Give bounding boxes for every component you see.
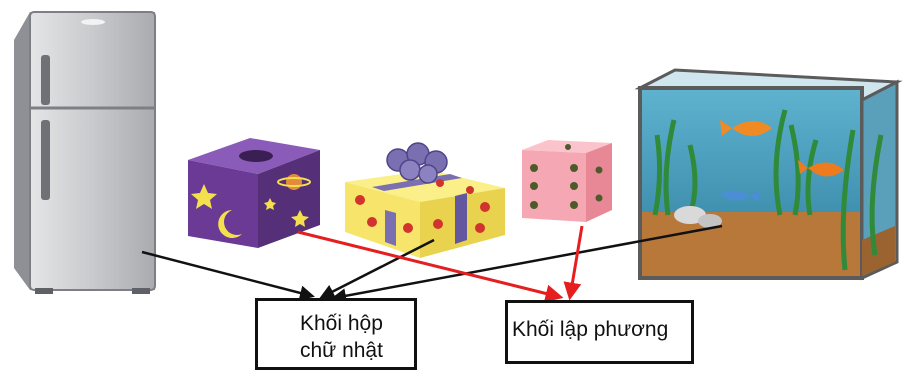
aquarium-illustration xyxy=(634,68,903,281)
gift-box-illustration xyxy=(345,142,505,258)
refrigerator-illustration xyxy=(14,11,156,294)
dice-illustration xyxy=(522,140,612,222)
connector-tissue-box xyxy=(297,230,564,303)
label-cube: Khối lập phương xyxy=(512,318,669,341)
label-cuboid-line-1: Khối hộp xyxy=(300,312,383,335)
connector-gift-box xyxy=(319,238,435,299)
connector-lines xyxy=(141,224,723,304)
tissue-box-illustration xyxy=(188,138,320,248)
label-box-cube: Khối lập phương xyxy=(505,300,694,364)
connector-refrigerator xyxy=(141,250,315,301)
connector-aquarium xyxy=(331,224,723,304)
label-box-cuboid: Khối hộp chữ nhật xyxy=(255,298,417,370)
connector-dice xyxy=(563,225,584,301)
label-cuboid-line-2: chữ nhật xyxy=(300,338,383,362)
